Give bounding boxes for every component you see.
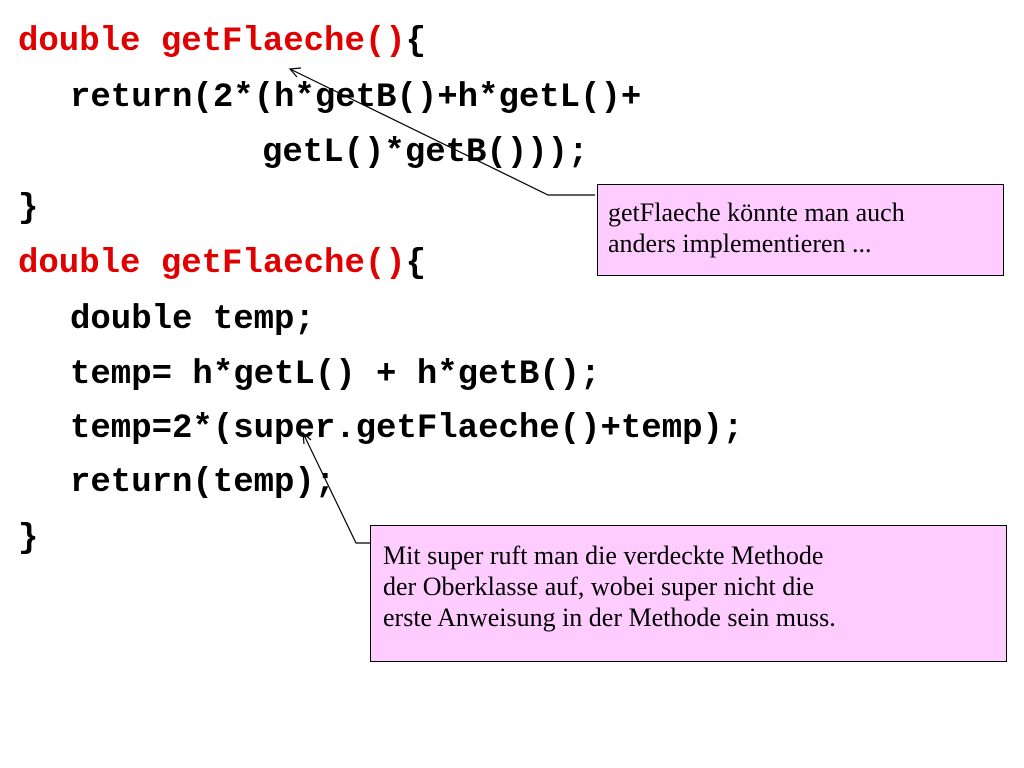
callout-bottom: Mit super ruft man die verdeckte Methode…: [370, 525, 1007, 662]
method2-line2: temp= h*getL() + h*getB();: [70, 356, 601, 394]
callout-top: getFlaeche könnte man auch anders implem…: [597, 184, 1004, 276]
method2-line3: temp=2*(super.getFlaeche()+temp);: [70, 410, 744, 448]
method2-signature: double getFlaeche(): [18, 245, 406, 283]
method1-signature: double getFlaeche(): [18, 23, 406, 61]
callout-bottom-line: der Oberklasse auf, wobei super nicht di…: [383, 572, 815, 601]
method2-open-brace: {: [405, 245, 427, 283]
callout-bottom-line: erste Anweisung in der Methode sein muss…: [383, 603, 836, 632]
method1-close-brace: }: [18, 190, 39, 228]
method1-open-brace: {: [405, 23, 427, 61]
callout-top-line: anders implementieren ...: [608, 229, 872, 258]
method1-header: double getFlaeche(){: [18, 22, 426, 62]
method2-header: double getFlaeche(){: [18, 244, 426, 284]
method1-line2: getL()*getB()));: [262, 134, 589, 172]
callout-top-line: getFlaeche könnte man auch: [608, 198, 905, 227]
method2-line1: double temp;: [70, 301, 315, 339]
method2-close-brace: }: [18, 520, 39, 558]
arrowhead-top: [288, 67, 302, 78]
method2-line4: return(temp);: [70, 464, 336, 502]
method1-line1: return(2*(h*getB()+h*getL()+: [70, 79, 642, 117]
callout-bottom-line: Mit super ruft man die verdeckte Methode: [383, 541, 824, 570]
